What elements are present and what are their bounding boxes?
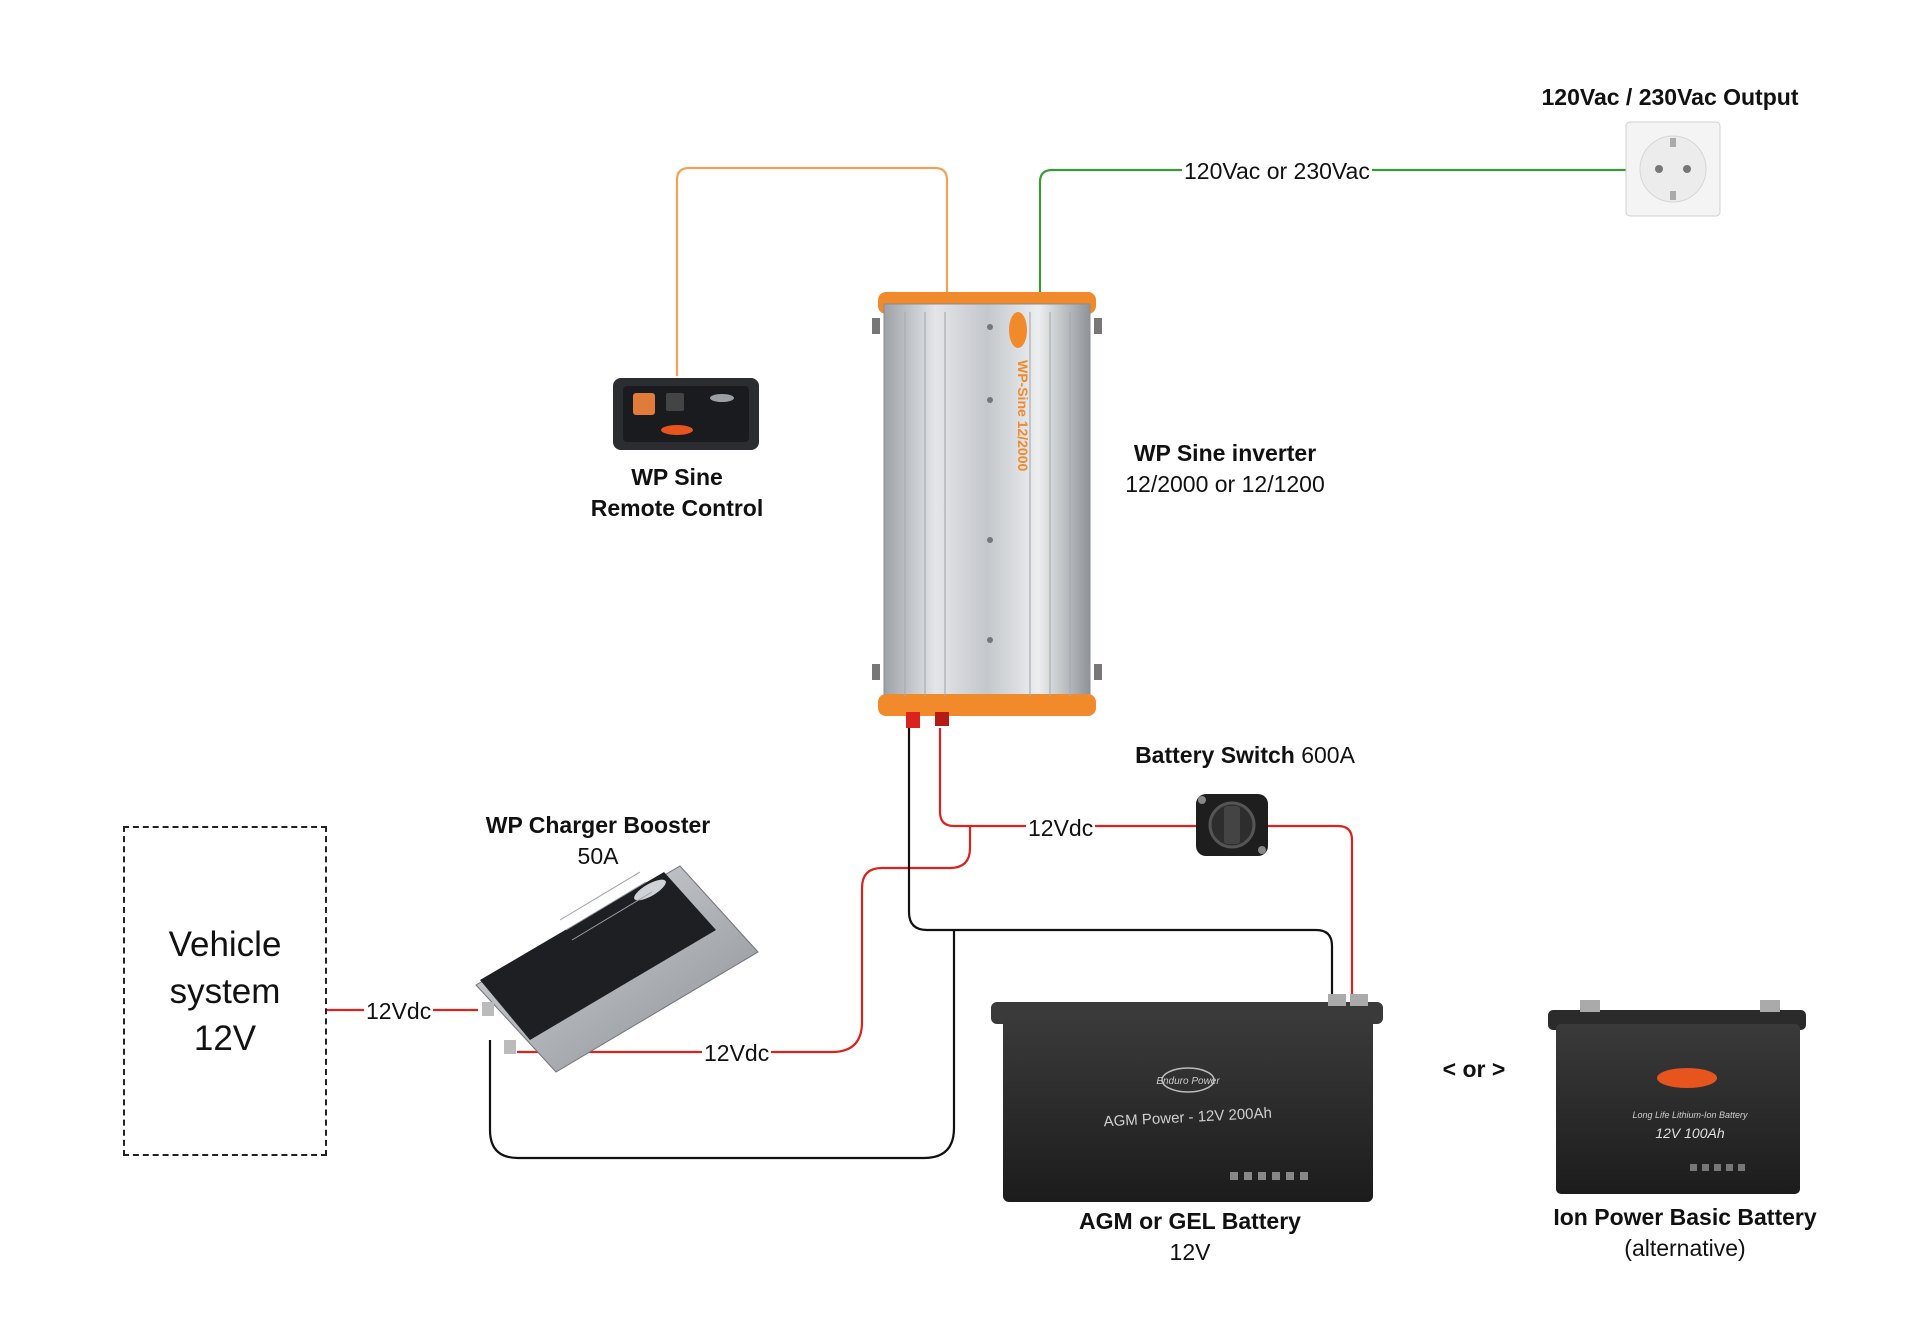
inverter-title: WP Sine inverter xyxy=(1133,440,1317,466)
booster-title: WP Charger Booster xyxy=(485,812,711,838)
booster-label: WP Charger Booster 50A xyxy=(468,810,728,872)
inverter-subtitle: 12/2000 or 12/1200 xyxy=(1125,471,1325,497)
switch-wire-label: 12Vdc xyxy=(1026,815,1096,841)
battery-switch-device xyxy=(1196,794,1268,856)
lithium-battery-device: Long Life Lithium-Ion Battery 12V 100Ah xyxy=(1548,1000,1806,1194)
inverter-negative-wire xyxy=(907,728,1334,1000)
lithium-sub-text: Long Life Lithium-Ion Battery xyxy=(1632,1110,1748,1120)
vehicle-line2: system xyxy=(169,971,281,1011)
agm-battery-label: AGM or GEL Battery 12V xyxy=(1070,1206,1310,1268)
or-text: < or > xyxy=(1442,1056,1506,1082)
wp-sine-inverter-device: WP-Sine 12/2000 xyxy=(872,292,1102,728)
lithium-battery-label: Ion Power Basic Battery (alternative) xyxy=(1540,1202,1830,1264)
output-title-text: 120Vac / 230Vac Output xyxy=(1541,84,1799,110)
vehicle-system-box: Vehicle system 12V xyxy=(123,826,327,1156)
ac-output-wire xyxy=(1038,168,1626,292)
remote-label-line1: WP Sine xyxy=(631,464,723,490)
charger-booster-device xyxy=(475,865,759,1073)
remote-control-device xyxy=(613,378,759,450)
inverter-label: WP Sine inverter 12/2000 or 12/1200 xyxy=(1100,438,1350,500)
lithium-title: Ion Power Basic Battery xyxy=(1553,1204,1817,1230)
remote-control-label: WP Sine Remote Control xyxy=(560,462,794,524)
battery-switch-label: Battery Switch 600A xyxy=(1120,740,1370,771)
booster-output-wire-label: 12Vdc xyxy=(702,1040,772,1066)
vehicle-line1: Vehicle xyxy=(168,924,282,964)
remote-label-line2: Remote Control xyxy=(590,495,764,521)
agm-subtitle: 12V xyxy=(1169,1239,1211,1265)
vehicle-wire-label: 12Vdc xyxy=(364,998,434,1024)
switch-title: Battery Switch xyxy=(1135,742,1295,768)
ac-outlet xyxy=(1625,121,1721,217)
booster-negative-wire xyxy=(488,930,956,1160)
switch-to-battery-wire xyxy=(1268,824,1354,1000)
lithium-subtitle: (alternative) xyxy=(1624,1235,1746,1261)
output-title: 120Vac / 230Vac Output xyxy=(1520,82,1820,113)
inverter-brand-text: WP-Sine 12/2000 xyxy=(1015,360,1031,471)
agm-brand-text: Enduro Power xyxy=(1156,1076,1220,1087)
or-label: < or > xyxy=(1424,1054,1524,1085)
booster-output-wire xyxy=(517,826,972,1054)
booster-rating: 50A xyxy=(577,843,619,869)
vehicle-line3: 12V xyxy=(193,1018,257,1058)
ac-output-wire-label: 120Vac or 230Vac xyxy=(1182,158,1372,184)
switch-rating: 600A xyxy=(1301,742,1355,768)
remote-cable xyxy=(675,166,949,376)
agm-title: AGM or GEL Battery xyxy=(1079,1208,1301,1234)
inverter-positive-wire xyxy=(938,728,1196,828)
agm-battery-device: Enduro Power AGM Power - 12V 200Ah xyxy=(991,994,1383,1202)
lithium-model-text: 12V 100Ah xyxy=(1655,1125,1724,1141)
